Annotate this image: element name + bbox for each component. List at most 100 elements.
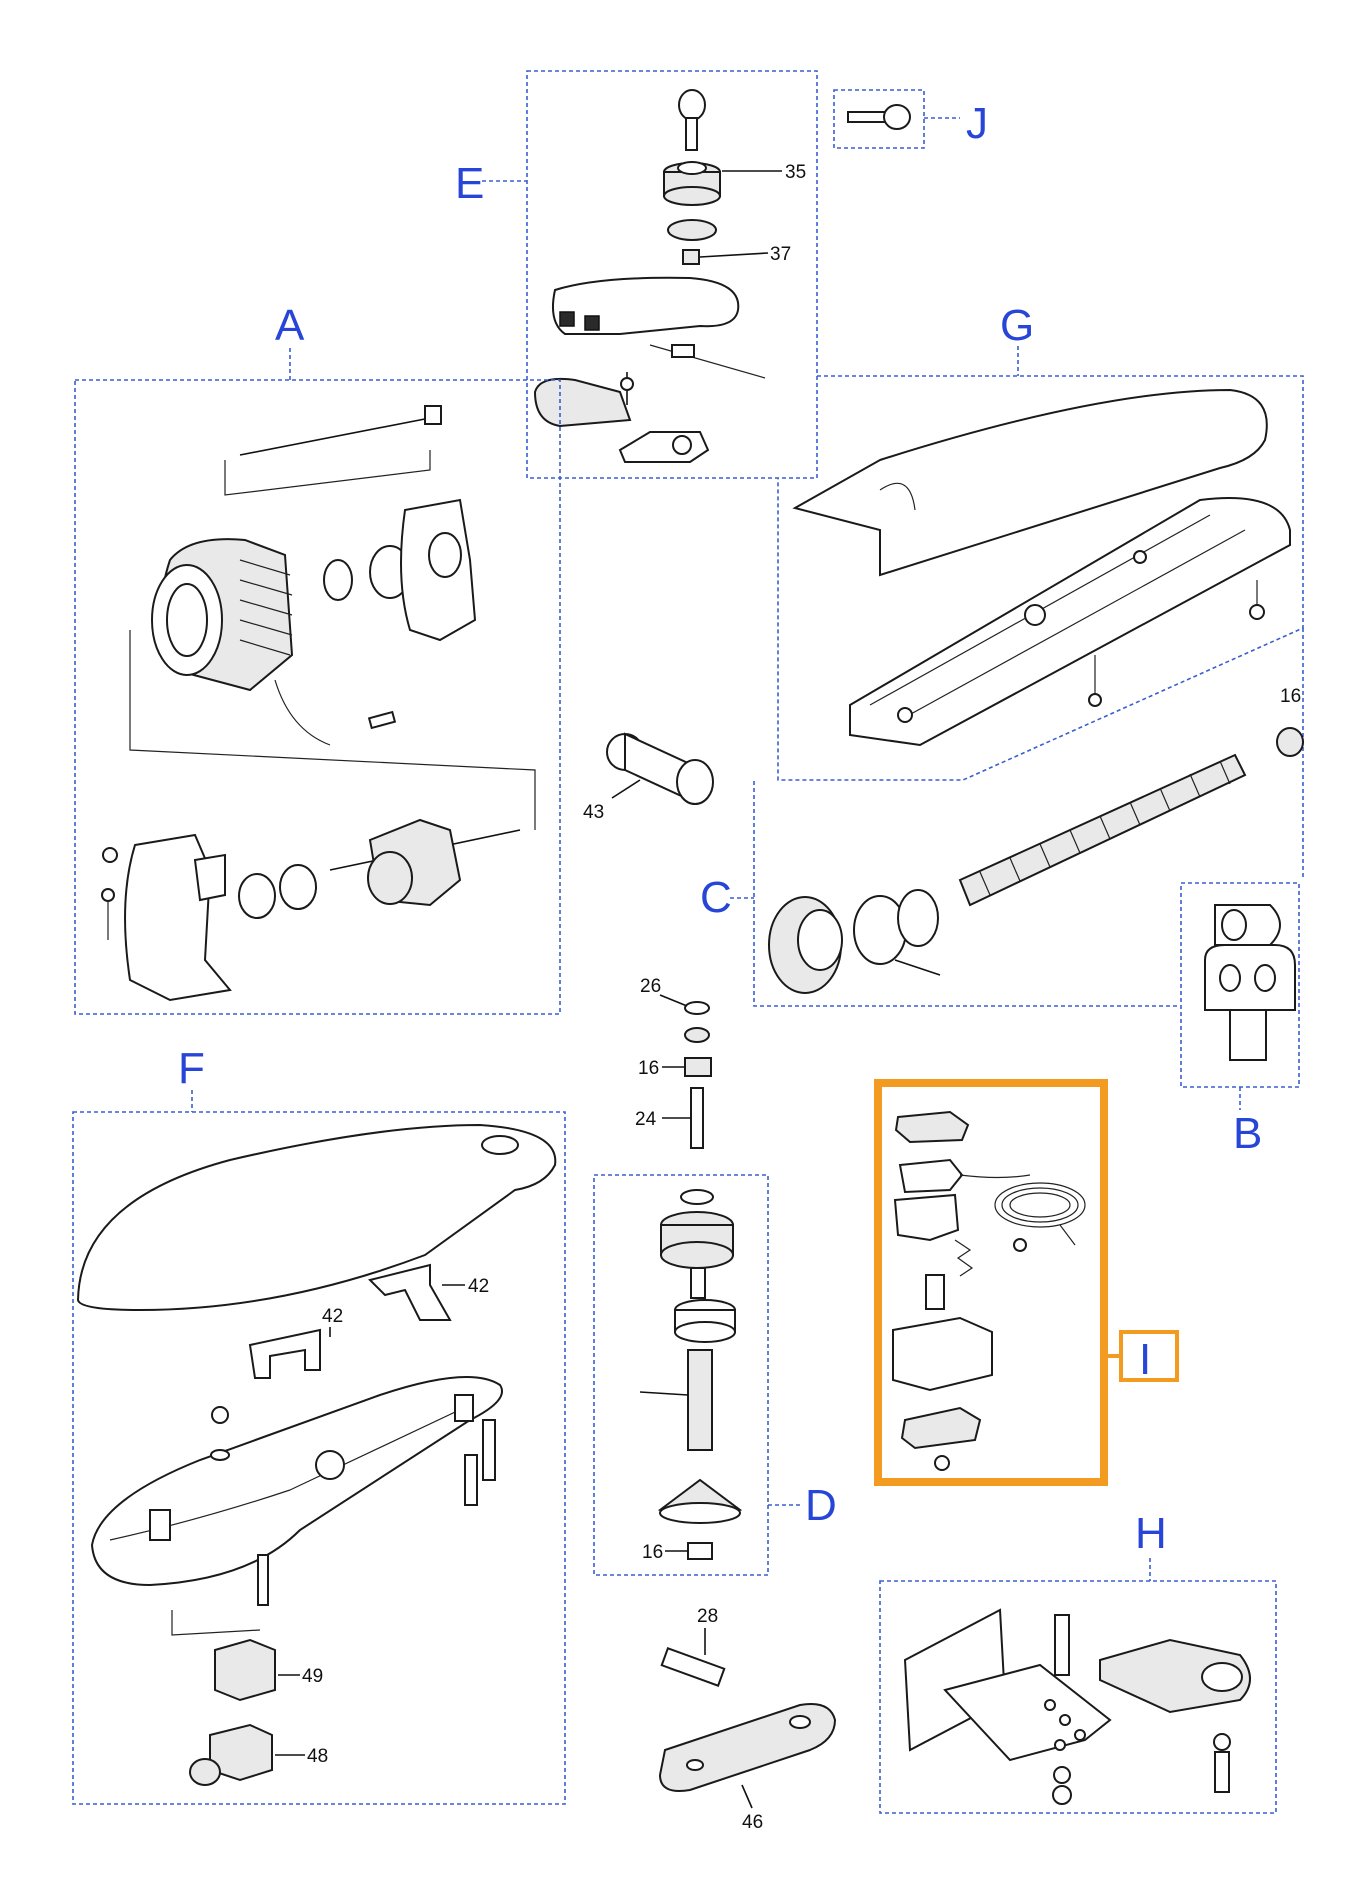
group-d-letter: D — [805, 1481, 837, 1530]
group-b-letter: B — [1233, 1109, 1262, 1158]
group-f[interactable]: F 42 42 — [72, 1044, 566, 1805]
nut-icon — [1052, 1785, 1072, 1805]
part-label-46: 46 — [742, 1812, 763, 1833]
clip-icon — [368, 1263, 452, 1321]
bushing-icon — [687, 1542, 713, 1560]
part-label-48: 48 — [307, 1746, 328, 1767]
group-e[interactable]: E 35 37 — [455, 70, 818, 479]
part-label-35: 35 — [785, 162, 806, 183]
wall-bracket-icon — [903, 1608, 1112, 1762]
screw-icon — [1013, 1238, 1027, 1252]
switch-base-icon — [900, 1406, 982, 1450]
bushing-icon — [1276, 727, 1304, 757]
connecting-arm-icon — [658, 1703, 837, 1792]
screw-icon — [482, 1419, 496, 1481]
circlip-icon — [684, 1001, 710, 1015]
part-label-49: 49 — [302, 1666, 323, 1687]
washer-icon — [684, 1027, 710, 1043]
group-e-frame — [526, 70, 818, 479]
rear-bracket-icon — [1204, 944, 1296, 1061]
top-cover-icon — [792, 388, 1268, 577]
screw-icon — [925, 1274, 945, 1310]
lock-cover-icon — [533, 372, 634, 428]
bevel-gear-icon — [657, 1478, 743, 1524]
screw-icon — [1088, 693, 1102, 707]
lock-base-icon — [618, 431, 710, 463]
housing-base-icon — [90, 1376, 503, 1587]
bolt-icon — [1214, 1751, 1230, 1793]
group-f-letter: F — [178, 1044, 205, 1093]
motor-stator-icon — [151, 538, 331, 746]
part-label-28: 28 — [697, 1606, 718, 1627]
group-e-letter: E — [455, 159, 484, 208]
bracket-bushing-icon — [1214, 904, 1281, 946]
lock-barrel-icon — [663, 161, 721, 206]
shaft-pin-icon — [690, 1087, 704, 1149]
screw-icon — [211, 1406, 229, 1424]
worm-screw-icon — [958, 753, 1247, 907]
microswitch-icon — [898, 1158, 1031, 1194]
part-label-16-c: 16 — [1280, 686, 1301, 707]
group-h[interactable]: H — [879, 1509, 1277, 1814]
arm-parts[interactable]: 28 46 — [658, 1606, 837, 1833]
group-i[interactable]: I — [874, 1079, 1179, 1486]
screw-icon — [101, 888, 115, 902]
spring-icon — [954, 1239, 974, 1277]
group-d-frame — [593, 1174, 769, 1576]
clip-icon — [248, 1328, 321, 1379]
bolt-icon — [1054, 1614, 1070, 1676]
group-d[interactable]: D 16 — [593, 1174, 837, 1576]
group-h-frame — [879, 1580, 1277, 1814]
motor-rotor-icon — [329, 818, 521, 907]
washer-icon — [1053, 1766, 1071, 1784]
nut-icon — [934, 1455, 950, 1471]
group-a-letter: A — [275, 301, 305, 350]
housing-cover-icon — [76, 1123, 557, 1312]
screw-icon — [1249, 604, 1265, 620]
group-j[interactable]: J — [833, 89, 988, 149]
part-label-16-shaft: 16 — [638, 1058, 659, 1079]
group-c-frame — [753, 781, 1180, 1007]
bearing-icon — [279, 864, 317, 910]
part-label-37: 37 — [770, 244, 791, 265]
shaft-parts[interactable]: 26 16 24 — [635, 976, 712, 1149]
part-label-26: 26 — [640, 976, 661, 997]
part-label-42-b: 42 — [322, 1306, 343, 1327]
group-a[interactable]: A — [74, 301, 561, 1015]
group-i-letter: I — [1139, 1335, 1151, 1384]
tie-rod-icon — [239, 405, 442, 456]
key-icon — [678, 89, 706, 151]
group-c[interactable]: C 43 16 — [583, 628, 1304, 1007]
group-c-letter: C — [700, 873, 732, 922]
pin-icon — [660, 1647, 726, 1687]
ring-icon — [680, 1189, 714, 1205]
group-g[interactable]: G — [777, 301, 1304, 781]
bearing-icon — [323, 559, 353, 601]
bearing-icon — [238, 873, 276, 919]
solenoid-base-icon — [214, 1638, 276, 1702]
chassis-rail-icon — [849, 497, 1291, 747]
group-g-frame — [777, 375, 1304, 781]
switch-bracket-icon — [893, 1193, 960, 1242]
group-b[interactable]: B — [1180, 882, 1300, 1158]
capacitor-icon — [606, 732, 714, 805]
cable-coil-icon — [994, 1182, 1086, 1246]
release-lever-icon — [552, 276, 766, 379]
gasket-icon — [894, 1110, 970, 1144]
screw-icon — [102, 847, 118, 863]
solenoid-valve-icon — [189, 1723, 273, 1786]
spur-gear-icon — [660, 1211, 734, 1269]
part-label-42-a: 42 — [468, 1276, 489, 1297]
group-f-frame — [72, 1111, 566, 1805]
drive-shaft-icon — [639, 1349, 713, 1451]
group-h-letter: H — [1135, 1509, 1167, 1558]
set-screw-icon — [682, 249, 700, 265]
motor-flange-lower-icon — [124, 833, 232, 1002]
key-icon — [847, 104, 911, 130]
bevel-gear-icon — [768, 889, 941, 994]
cable-plug-icon — [367, 710, 397, 730]
group-a-frame — [74, 379, 561, 1015]
switch-cover-icon — [892, 1316, 993, 1392]
sleeve-icon — [674, 1299, 736, 1343]
group-j-letter: J — [966, 99, 988, 148]
